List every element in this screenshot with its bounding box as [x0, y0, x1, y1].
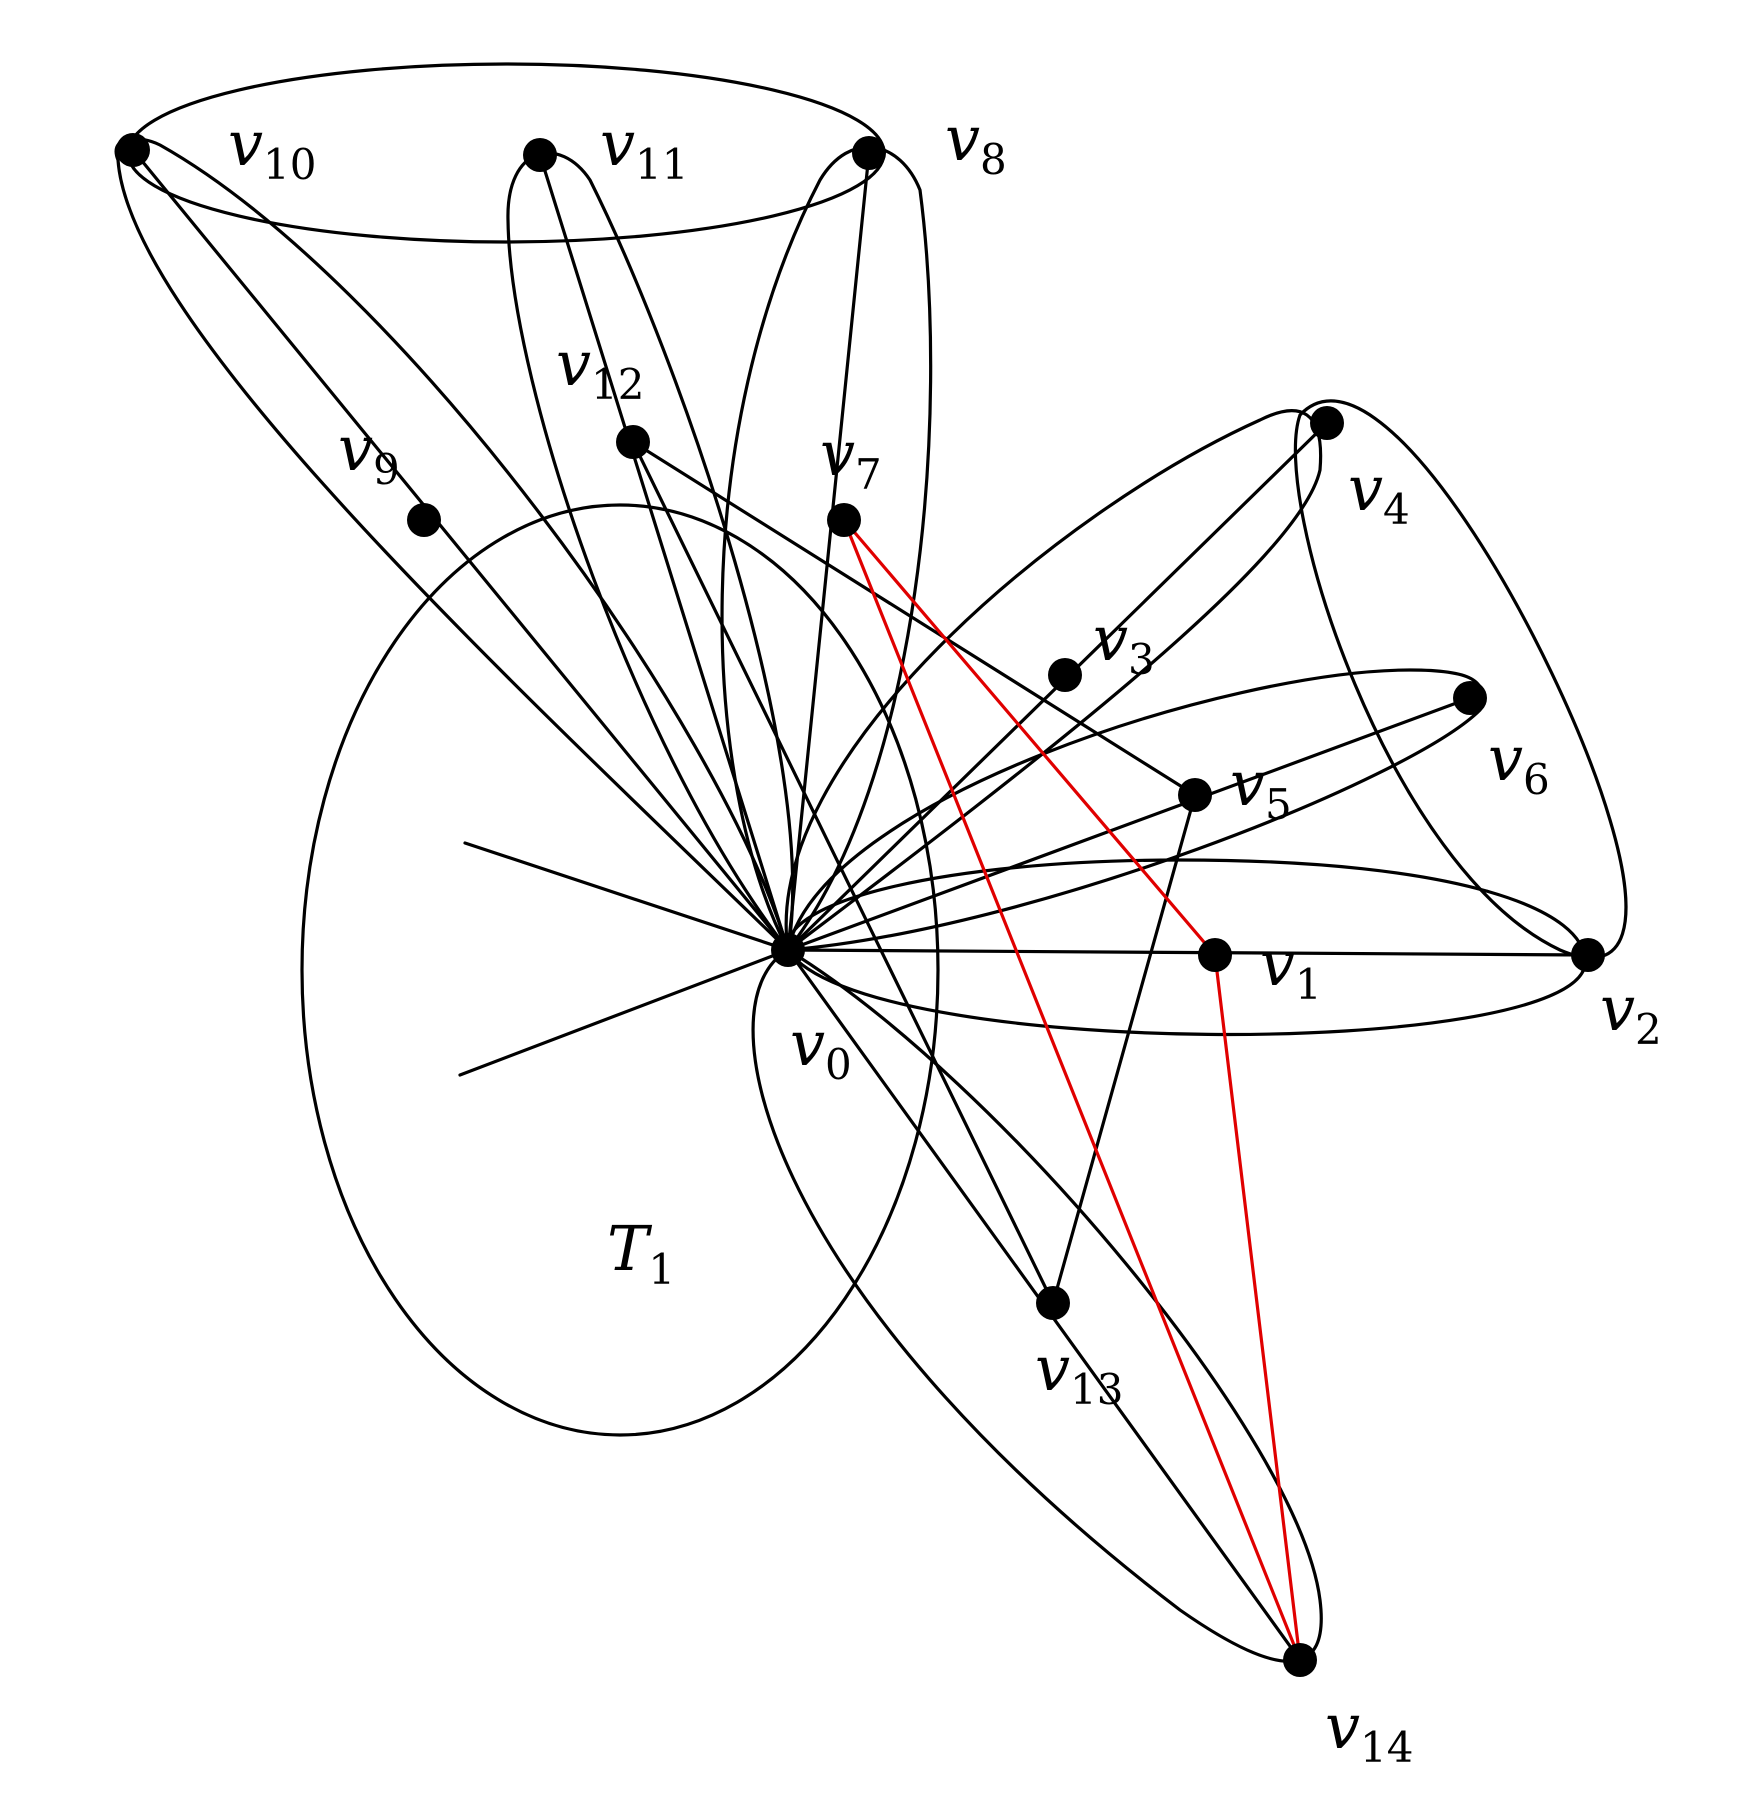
- loop-v0-v2: [786, 858, 1587, 1037]
- vertex-v0[interactable]: [771, 933, 805, 967]
- vertex-v1[interactable]: [1198, 938, 1232, 972]
- loop-v0-v6: [785, 668, 1485, 952]
- edge-v12-v5: [631, 440, 1197, 797]
- curves: [114, 62, 1628, 1663]
- region-label-t1: T1: [607, 1212, 675, 1294]
- label-v3: v3: [1093, 602, 1155, 684]
- label-v9: v9: [338, 412, 400, 494]
- edges: [131, 148, 1590, 1662]
- edge-v0-v11: [538, 153, 790, 952]
- label-v5: v5: [1230, 747, 1292, 829]
- vertex-v12[interactable]: [616, 425, 650, 459]
- label-v7: v7: [820, 417, 882, 499]
- edge-v0-v8: [786, 151, 871, 952]
- vertex-v9[interactable]: [407, 503, 441, 537]
- vertex-v2[interactable]: [1571, 938, 1605, 972]
- edge-v1-v14: [1213, 953, 1302, 1662]
- vertex-v7[interactable]: [827, 503, 861, 537]
- edge-v7-v1: [842, 518, 1217, 957]
- label-v10: v10: [228, 107, 316, 189]
- ray-upper-left: [463, 841, 790, 952]
- label-v13: v13: [1035, 1332, 1123, 1414]
- vertex-v14[interactable]: [1283, 1643, 1317, 1677]
- edge-v0-v2: [786, 948, 1590, 957]
- vertices: [116, 133, 1605, 1677]
- edge-v12-v13: [631, 440, 1055, 1305]
- loop-v4-v2: [1293, 399, 1628, 960]
- label-v11: v11: [600, 107, 688, 189]
- vertex-labels: v0 v1 v2 v3 v4 v5 v6 v7 v8 v9 v10 v11 v12 v13 v14: [228, 102, 1662, 1772]
- vertex-v6[interactable]: [1453, 681, 1487, 715]
- edge-v5-v13: [1051, 793, 1197, 1305]
- label-v8: v8: [945, 102, 1007, 184]
- edge-v7-v14: [842, 518, 1302, 1662]
- label-v0: v0: [790, 1007, 852, 1089]
- vertex-v5[interactable]: [1178, 778, 1212, 812]
- vertex-v11[interactable]: [523, 138, 557, 172]
- label-v1: v1: [1260, 927, 1322, 1009]
- label-v6: v6: [1488, 722, 1550, 804]
- ray-lower-left: [458, 948, 790, 1077]
- label-v2: v2: [1600, 972, 1662, 1054]
- label-v14: v14: [1325, 1690, 1413, 1772]
- vertex-v10[interactable]: [116, 133, 150, 167]
- edge-v0-v10: [131, 148, 790, 952]
- region-letter: T: [607, 1212, 653, 1285]
- vertex-v3[interactable]: [1048, 658, 1082, 692]
- vertex-v8[interactable]: [852, 136, 886, 170]
- region-t1-ellipse: [300, 503, 940, 1437]
- loop-v0-v4: [784, 409, 1323, 953]
- label-v4: v4: [1348, 452, 1410, 534]
- region-rays: [458, 841, 790, 1077]
- vertex-v4[interactable]: [1310, 406, 1344, 440]
- region-subscript: 1: [648, 1245, 675, 1294]
- vertex-v13[interactable]: [1036, 1286, 1070, 1320]
- edge-v0-v6: [786, 696, 1472, 952]
- label-v12: v12: [556, 327, 644, 409]
